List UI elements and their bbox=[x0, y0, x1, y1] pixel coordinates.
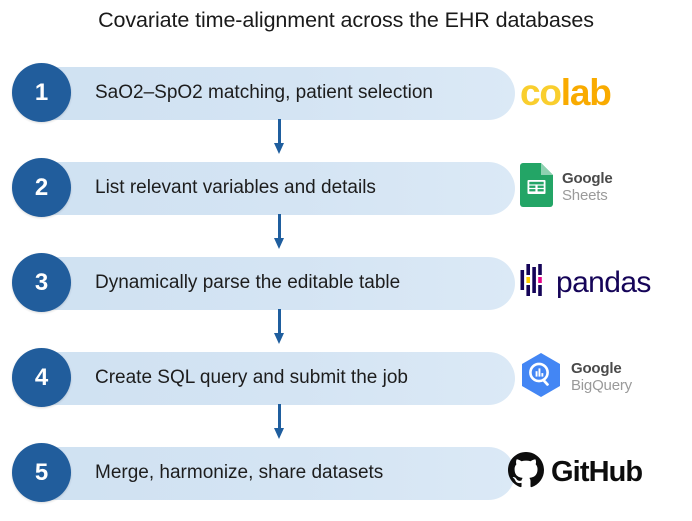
google-sheets-logo: Google Sheets bbox=[520, 163, 613, 212]
logo-slot-4: Google BigQuery bbox=[520, 348, 692, 407]
bigquery-wordmark: Google BigQuery bbox=[571, 360, 632, 394]
bigquery-icon bbox=[520, 352, 562, 403]
logo-slot-5: GitHub bbox=[508, 443, 680, 502]
sheets-wordmark: Google Sheets bbox=[562, 170, 613, 204]
step-number-badge-3: 3 bbox=[12, 253, 71, 312]
step-label-5: Merge, harmonize, share datasets bbox=[95, 461, 384, 483]
step-label-4: Create SQL query and submit the job bbox=[95, 366, 408, 388]
connector-2-to-3 bbox=[274, 214, 284, 249]
bigquery-brand-google: Google bbox=[571, 360, 622, 378]
step-row-5: 5 Merge, harmonize, share datasets GitHu… bbox=[0, 443, 692, 503]
step-number-badge-1: 1 bbox=[12, 63, 71, 122]
connector-stem bbox=[278, 119, 281, 145]
step-label-2: List relevant variables and details bbox=[95, 176, 376, 198]
logo-slot-3: pandas bbox=[520, 253, 692, 312]
arrow-down-icon bbox=[274, 143, 284, 154]
page-title: Covariate time-alignment across the EHR … bbox=[98, 8, 594, 32]
sheets-brand-google: Google bbox=[562, 170, 613, 188]
flow-diagram: 1 SaO2–SpO2 matching, patient selection … bbox=[0, 55, 692, 521]
step-number-badge-4: 4 bbox=[12, 348, 71, 407]
step-pill-2[interactable] bbox=[16, 162, 515, 215]
step-pill-3[interactable] bbox=[16, 257, 515, 310]
logo-slot-2: Google Sheets bbox=[520, 158, 692, 217]
pandas-wordmark: pandas bbox=[556, 265, 651, 299]
step-label-3: Dynamically parse the editable table bbox=[95, 271, 401, 293]
step-number-badge-5: 5 bbox=[12, 443, 71, 502]
colab-logo-part2: lab bbox=[560, 72, 612, 113]
sheets-icon bbox=[520, 163, 553, 212]
connector-stem bbox=[278, 214, 281, 240]
github-octocat-icon bbox=[508, 452, 544, 493]
arrow-down-icon bbox=[274, 333, 284, 344]
github-wordmark: GitHub bbox=[551, 456, 643, 488]
github-logo: GitHub bbox=[508, 452, 643, 493]
step-pill-4[interactable] bbox=[16, 352, 515, 405]
step-pill-5[interactable] bbox=[16, 447, 515, 500]
step-row-2: 2 List relevant variables and details bbox=[0, 158, 692, 218]
arrow-down-icon bbox=[274, 238, 284, 249]
connector-3-to-4 bbox=[274, 309, 284, 344]
step-row-3: 3 Dynamically parse the editable table bbox=[0, 253, 692, 313]
step-pill-1[interactable] bbox=[16, 67, 515, 120]
connector-stem bbox=[278, 309, 281, 335]
step-number-badge-2: 2 bbox=[12, 158, 71, 217]
step-label-1: SaO2–SpO2 matching, patient selection bbox=[95, 81, 433, 103]
pandas-logo: pandas bbox=[520, 264, 651, 301]
step-row-1: 1 SaO2–SpO2 matching, patient selection … bbox=[0, 63, 692, 123]
colab-logo-part1: co bbox=[520, 72, 562, 113]
connector-4-to-5 bbox=[274, 404, 284, 439]
logo-slot-1: colab bbox=[520, 63, 692, 122]
sheets-brand-product: Sheets bbox=[562, 186, 608, 204]
colab-logo: colab bbox=[520, 72, 612, 113]
arrow-down-icon bbox=[274, 428, 284, 439]
google-bigquery-logo: Google BigQuery bbox=[520, 352, 632, 403]
pandas-mark-icon bbox=[520, 264, 546, 301]
connector-1-to-2 bbox=[274, 119, 284, 154]
step-row-4: 4 Create SQL query and submit the job Go… bbox=[0, 348, 692, 408]
connector-stem bbox=[278, 404, 281, 430]
bigquery-brand-product: BigQuery bbox=[571, 376, 632, 394]
